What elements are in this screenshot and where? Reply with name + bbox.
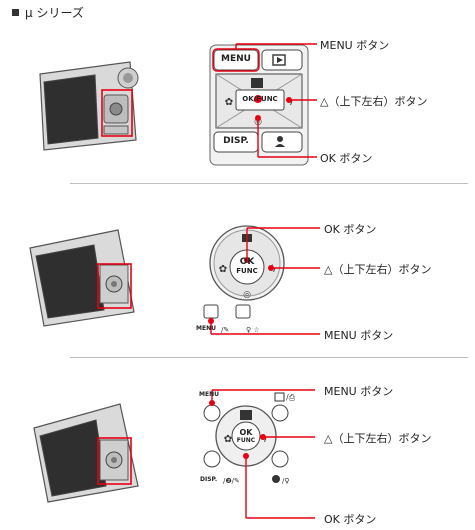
menu-button-callout-2: MENU ボタン xyxy=(324,329,394,342)
menu-key-3 xyxy=(203,404,221,422)
disp-key-3 xyxy=(203,450,221,468)
control-dial-2: ✿ ϟ ◎ ♀ ☆ /✎ xyxy=(203,225,320,335)
ok-key-label-2: OK xyxy=(239,257,255,267)
camera-3-icon xyxy=(33,403,139,503)
camera-1-icon xyxy=(39,61,139,151)
svg-text:◎: ◎ xyxy=(243,290,251,300)
ok-button-callout: OK ボタン xyxy=(320,152,373,165)
ok-func-key-label: OK/FUNC xyxy=(242,95,278,103)
svg-text:✿: ✿ xyxy=(225,97,233,108)
control-panel-1: ✿ ϟ ◎ xyxy=(209,43,317,166)
menu-key-label-2: MENU xyxy=(196,325,216,332)
section-divider xyxy=(70,357,468,358)
ok-button-callout-3: OK ボタン xyxy=(324,513,377,526)
ok-key-label-3: OK xyxy=(239,428,253,437)
arrow-buttons-callout-3: △（上下左右）ボタン xyxy=(324,432,432,445)
menu-button-callout: MENU ボタン xyxy=(320,39,390,52)
face-key xyxy=(261,131,303,153)
ok-button-callout-2: OK ボタン xyxy=(324,223,377,236)
disp-key-label-3: DISP. xyxy=(200,476,218,483)
svg-text:✿: ✿ xyxy=(224,434,232,445)
svg-text:/♀: /♀ xyxy=(282,477,290,485)
arrow-buttons-callout-2: △（上下左右）ボタン xyxy=(324,263,432,276)
svg-text:♀ ☆: ♀ ☆ xyxy=(246,326,260,334)
func-key-label-3: FUNC xyxy=(236,437,256,444)
disp-key-label: DISP. xyxy=(223,136,249,146)
control-cluster-3: /⎙ ✿ ϟ /❷/✎ /♀ xyxy=(203,389,315,519)
menu-key xyxy=(213,49,259,71)
menu-key-label: MENU xyxy=(221,54,251,64)
camera-2-icon xyxy=(29,229,135,327)
svg-text:/❷/✎: /❷/✎ xyxy=(223,477,240,485)
square-bullet-icon xyxy=(12,9,19,16)
face-key-2 xyxy=(235,304,251,319)
page-title: μ シリーズ xyxy=(25,6,84,20)
svg-text:/⎙: /⎙ xyxy=(286,393,296,402)
play-key-3 xyxy=(271,404,289,422)
svg-text:/✎: /✎ xyxy=(221,326,229,334)
svg-text:✿: ✿ xyxy=(219,264,227,275)
arrow-buttons-callout: △（上下左右）ボタン xyxy=(320,95,428,108)
section-divider xyxy=(70,183,468,184)
menu-key-label-3: MENU xyxy=(199,391,219,398)
func-key-label-2: FUNC xyxy=(236,267,258,275)
face-key-3 xyxy=(271,450,289,468)
menu-button-callout-3: MENU ボタン xyxy=(324,385,394,398)
page-header: μ シリーズ xyxy=(12,4,84,21)
ok-func-key-3 xyxy=(231,421,261,451)
